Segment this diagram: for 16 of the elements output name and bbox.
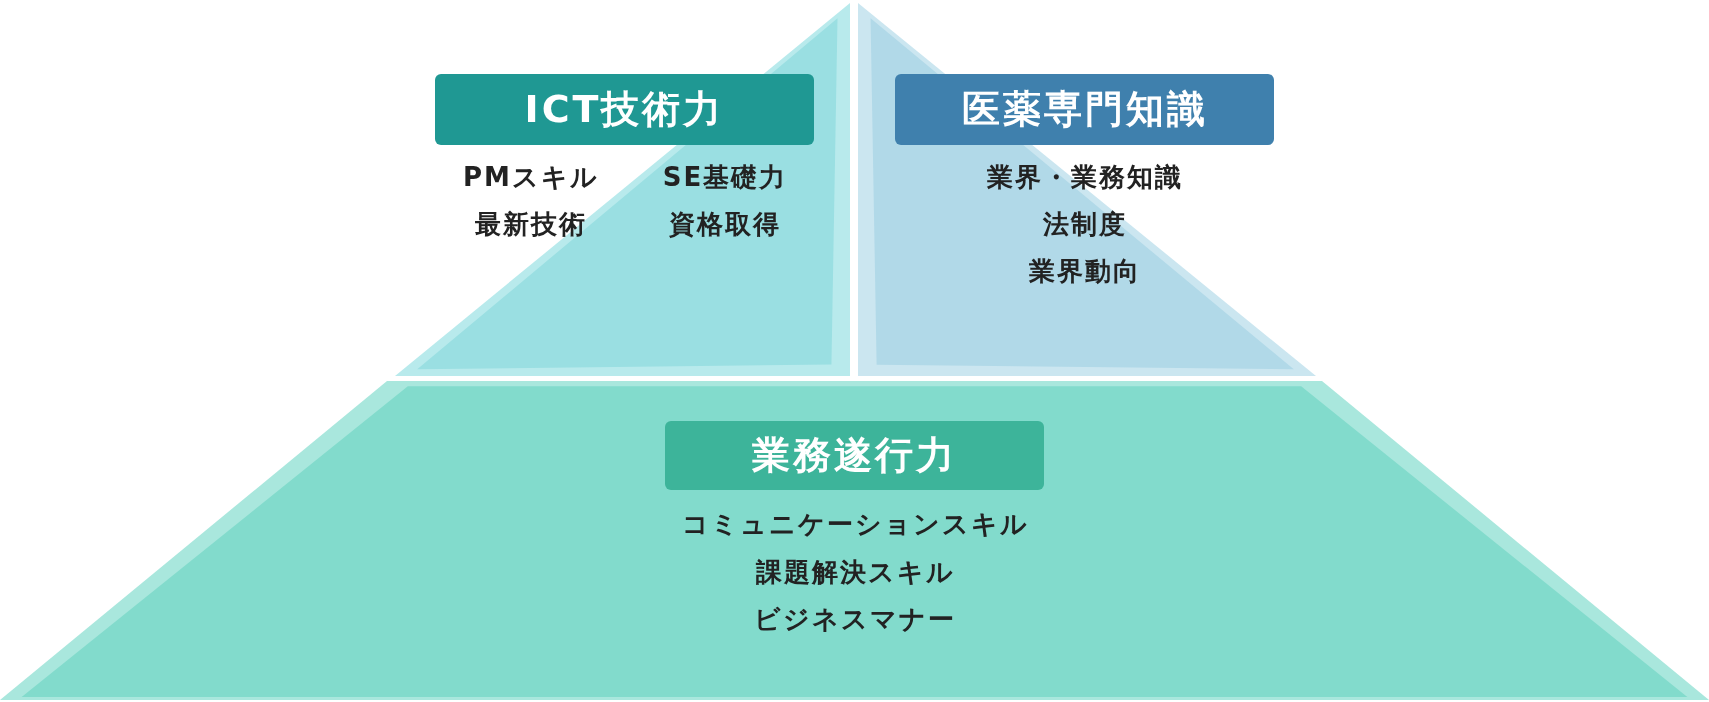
skill-text: PMスキル — [463, 161, 599, 194]
skill-text: 最新技術 — [475, 208, 587, 241]
skill-text: SE基礎力 — [662, 161, 788, 194]
heading-badge: 医薬専門知識 — [895, 74, 1274, 145]
skill-text: 課題解決スキル — [755, 556, 955, 589]
heading-badge: ICT技術力 — [435, 74, 814, 145]
skill-text: 業界・業務知識 — [987, 161, 1183, 194]
triangle-section — [858, 3, 1316, 376]
skill-text: ビジネスマナー — [754, 603, 956, 636]
heading-badge: 業務遂行力 — [665, 421, 1044, 490]
skill-text: 法制度 — [1043, 208, 1127, 241]
skill-text: コミュニケーションスキル — [681, 508, 1029, 541]
triangle-section — [395, 3, 850, 376]
trapezoid-section — [0, 381, 1709, 700]
skill-text: 業界動向 — [1029, 255, 1141, 288]
skill-text: 資格取得 — [669, 208, 781, 241]
